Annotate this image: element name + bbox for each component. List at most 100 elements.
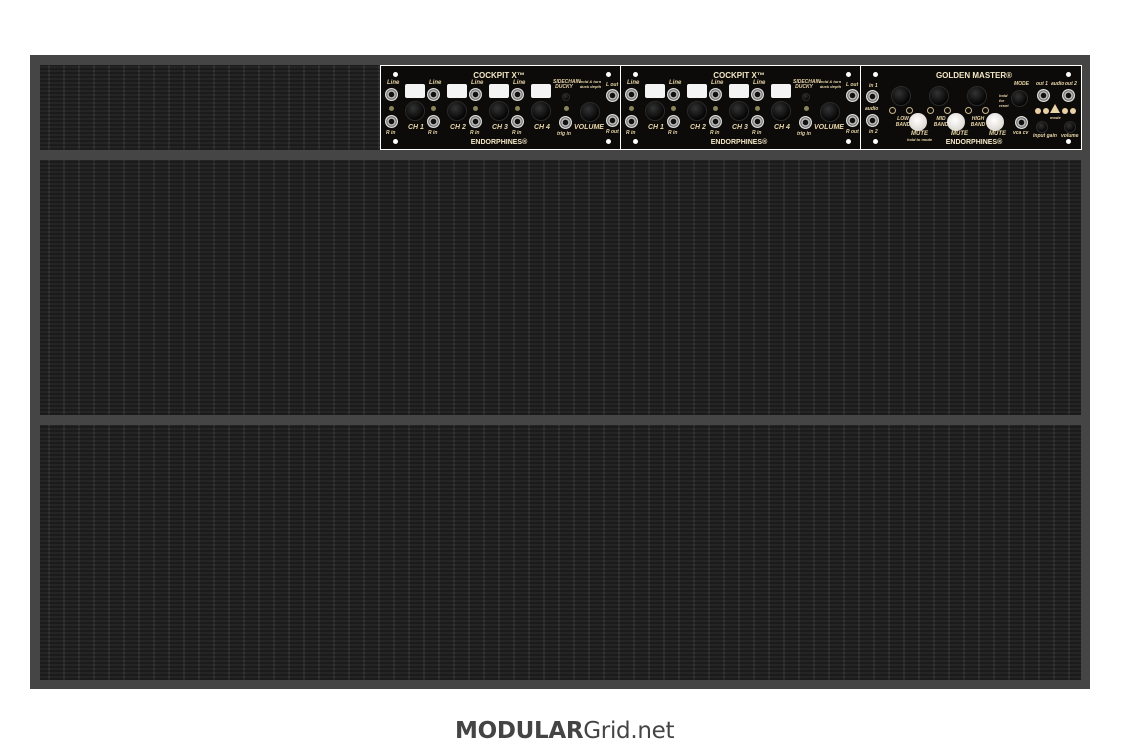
sidechain-label: SIDECHAIN DUCKY: [553, 79, 581, 90]
r-in-jack[interactable]: [511, 115, 524, 128]
channel-mute-button[interactable]: [771, 84, 791, 98]
channel-mute-button[interactable]: [729, 84, 749, 98]
line-label: Line: [627, 80, 640, 86]
channel-level-knob[interactable]: [729, 101, 749, 121]
line-in-jack[interactable]: [385, 88, 398, 101]
line-label: Line: [711, 80, 724, 86]
input-gain-knob[interactable]: [1036, 121, 1048, 133]
rin-label: R in: [512, 130, 522, 136]
low-mute-button[interactable]: [909, 113, 927, 131]
rin-label: R in: [710, 130, 720, 136]
sidechain-label: SIDECHAIN DUCKY: [793, 79, 821, 90]
line-label: Line: [471, 80, 484, 86]
line-in-jack[interactable]: [751, 88, 764, 101]
screw: [846, 139, 851, 144]
line-in-jack[interactable]: [511, 88, 524, 101]
volume-label: volume: [1061, 133, 1079, 139]
screw: [1066, 139, 1071, 144]
r-in-jack[interactable]: [427, 115, 440, 128]
line-label: Line: [513, 80, 526, 86]
channel-mute-button[interactable]: [687, 84, 707, 98]
modulargrid-logo[interactable]: MODULARGrid.net: [455, 718, 675, 744]
brand-label: ENDORPHINES®: [710, 139, 768, 146]
module-title: COCKPIT X™: [713, 71, 765, 80]
r-out-jack[interactable]: [846, 114, 859, 127]
low-band-label: LOW BAND: [895, 116, 911, 128]
l-out-jack[interactable]: [606, 89, 619, 102]
r-out-jack[interactable]: [606, 114, 619, 127]
channel-mute-button[interactable]: [447, 84, 467, 98]
r-in-jack[interactable]: [625, 115, 638, 128]
channel-level-knob[interactable]: [489, 101, 509, 121]
l-out-jack[interactable]: [846, 89, 859, 102]
channel-label: CH 3: [732, 124, 748, 131]
sidechain-led: [804, 106, 809, 111]
out2-label: out 2: [1065, 81, 1077, 87]
line-label: Line: [753, 80, 766, 86]
golden-master-module[interactable]: GOLDEN MASTER® in 1 audio in 2 LOW BAND …: [860, 65, 1082, 150]
channel-label: CH 1: [408, 124, 424, 131]
high-band-knob[interactable]: [967, 86, 987, 106]
line-in-jack[interactable]: [667, 88, 680, 101]
channel-level-knob[interactable]: [771, 101, 791, 121]
volume-knob[interactable]: [580, 102, 600, 122]
sidechain-button[interactable]: [562, 93, 570, 101]
r-in-jack[interactable]: [667, 115, 680, 128]
channel-led: [389, 106, 394, 111]
channel-label: CH 3: [492, 124, 508, 131]
hold-mode-label: hold to mode: [907, 137, 933, 142]
vca-cv-jack[interactable]: [1015, 116, 1028, 129]
channel-mute-button[interactable]: [645, 84, 665, 98]
sidechain-button[interactable]: [802, 93, 810, 101]
screw: [606, 139, 611, 144]
r-in-jack[interactable]: [469, 115, 482, 128]
mode-triangle-icon: [1050, 104, 1060, 113]
high-mute-button[interactable]: [986, 113, 1004, 131]
trig-in-jack[interactable]: [799, 116, 812, 129]
volume-knob[interactable]: [820, 102, 840, 122]
trim-icon: [906, 107, 913, 114]
mid-mute-button[interactable]: [947, 113, 965, 131]
led: [1035, 108, 1041, 114]
rout-label: R out: [606, 129, 619, 135]
hold-reset-label: hold for reset: [999, 93, 1009, 108]
brand-label: ENDORPHINES®: [470, 139, 528, 146]
line-in-jack[interactable]: [469, 88, 482, 101]
r-in-jack[interactable]: [709, 115, 722, 128]
line-in-jack[interactable]: [709, 88, 722, 101]
trim-icon: [927, 107, 934, 114]
trim-icon: [889, 107, 896, 114]
channel-level-knob[interactable]: [531, 101, 551, 121]
mode-button[interactable]: [1011, 90, 1028, 107]
screw: [633, 72, 638, 77]
screw: [873, 139, 878, 144]
screw: [393, 139, 398, 144]
r-in-jack[interactable]: [751, 115, 764, 128]
rout-label: R out: [846, 129, 859, 135]
trig-in-jack[interactable]: [559, 116, 572, 129]
line-in-jack[interactable]: [427, 88, 440, 101]
channel-mute-button[interactable]: [489, 84, 509, 98]
r-in-jack[interactable]: [385, 115, 398, 128]
in1-jack[interactable]: [866, 90, 879, 103]
out2-jack[interactable]: [1062, 89, 1075, 102]
eurorack-case: [30, 55, 1090, 689]
channel-level-knob[interactable]: [645, 101, 665, 121]
in2-jack[interactable]: [866, 114, 879, 127]
channel-level-knob[interactable]: [447, 101, 467, 121]
led: [1062, 108, 1068, 114]
mid-band-knob[interactable]: [929, 86, 949, 106]
trig-label: trig in: [557, 131, 571, 137]
channel-level-knob[interactable]: [687, 101, 707, 121]
volume-knob[interactable]: [1064, 121, 1076, 133]
channel-mute-button[interactable]: [531, 84, 551, 98]
in1-label: in 1: [869, 83, 878, 89]
brand-label: ENDORPHINES®: [945, 139, 1003, 146]
low-band-knob[interactable]: [891, 86, 911, 106]
channel-level-knob[interactable]: [405, 101, 425, 121]
out1-jack[interactable]: [1037, 89, 1050, 102]
channel-mute-button[interactable]: [405, 84, 425, 98]
line-in-jack[interactable]: [625, 88, 638, 101]
